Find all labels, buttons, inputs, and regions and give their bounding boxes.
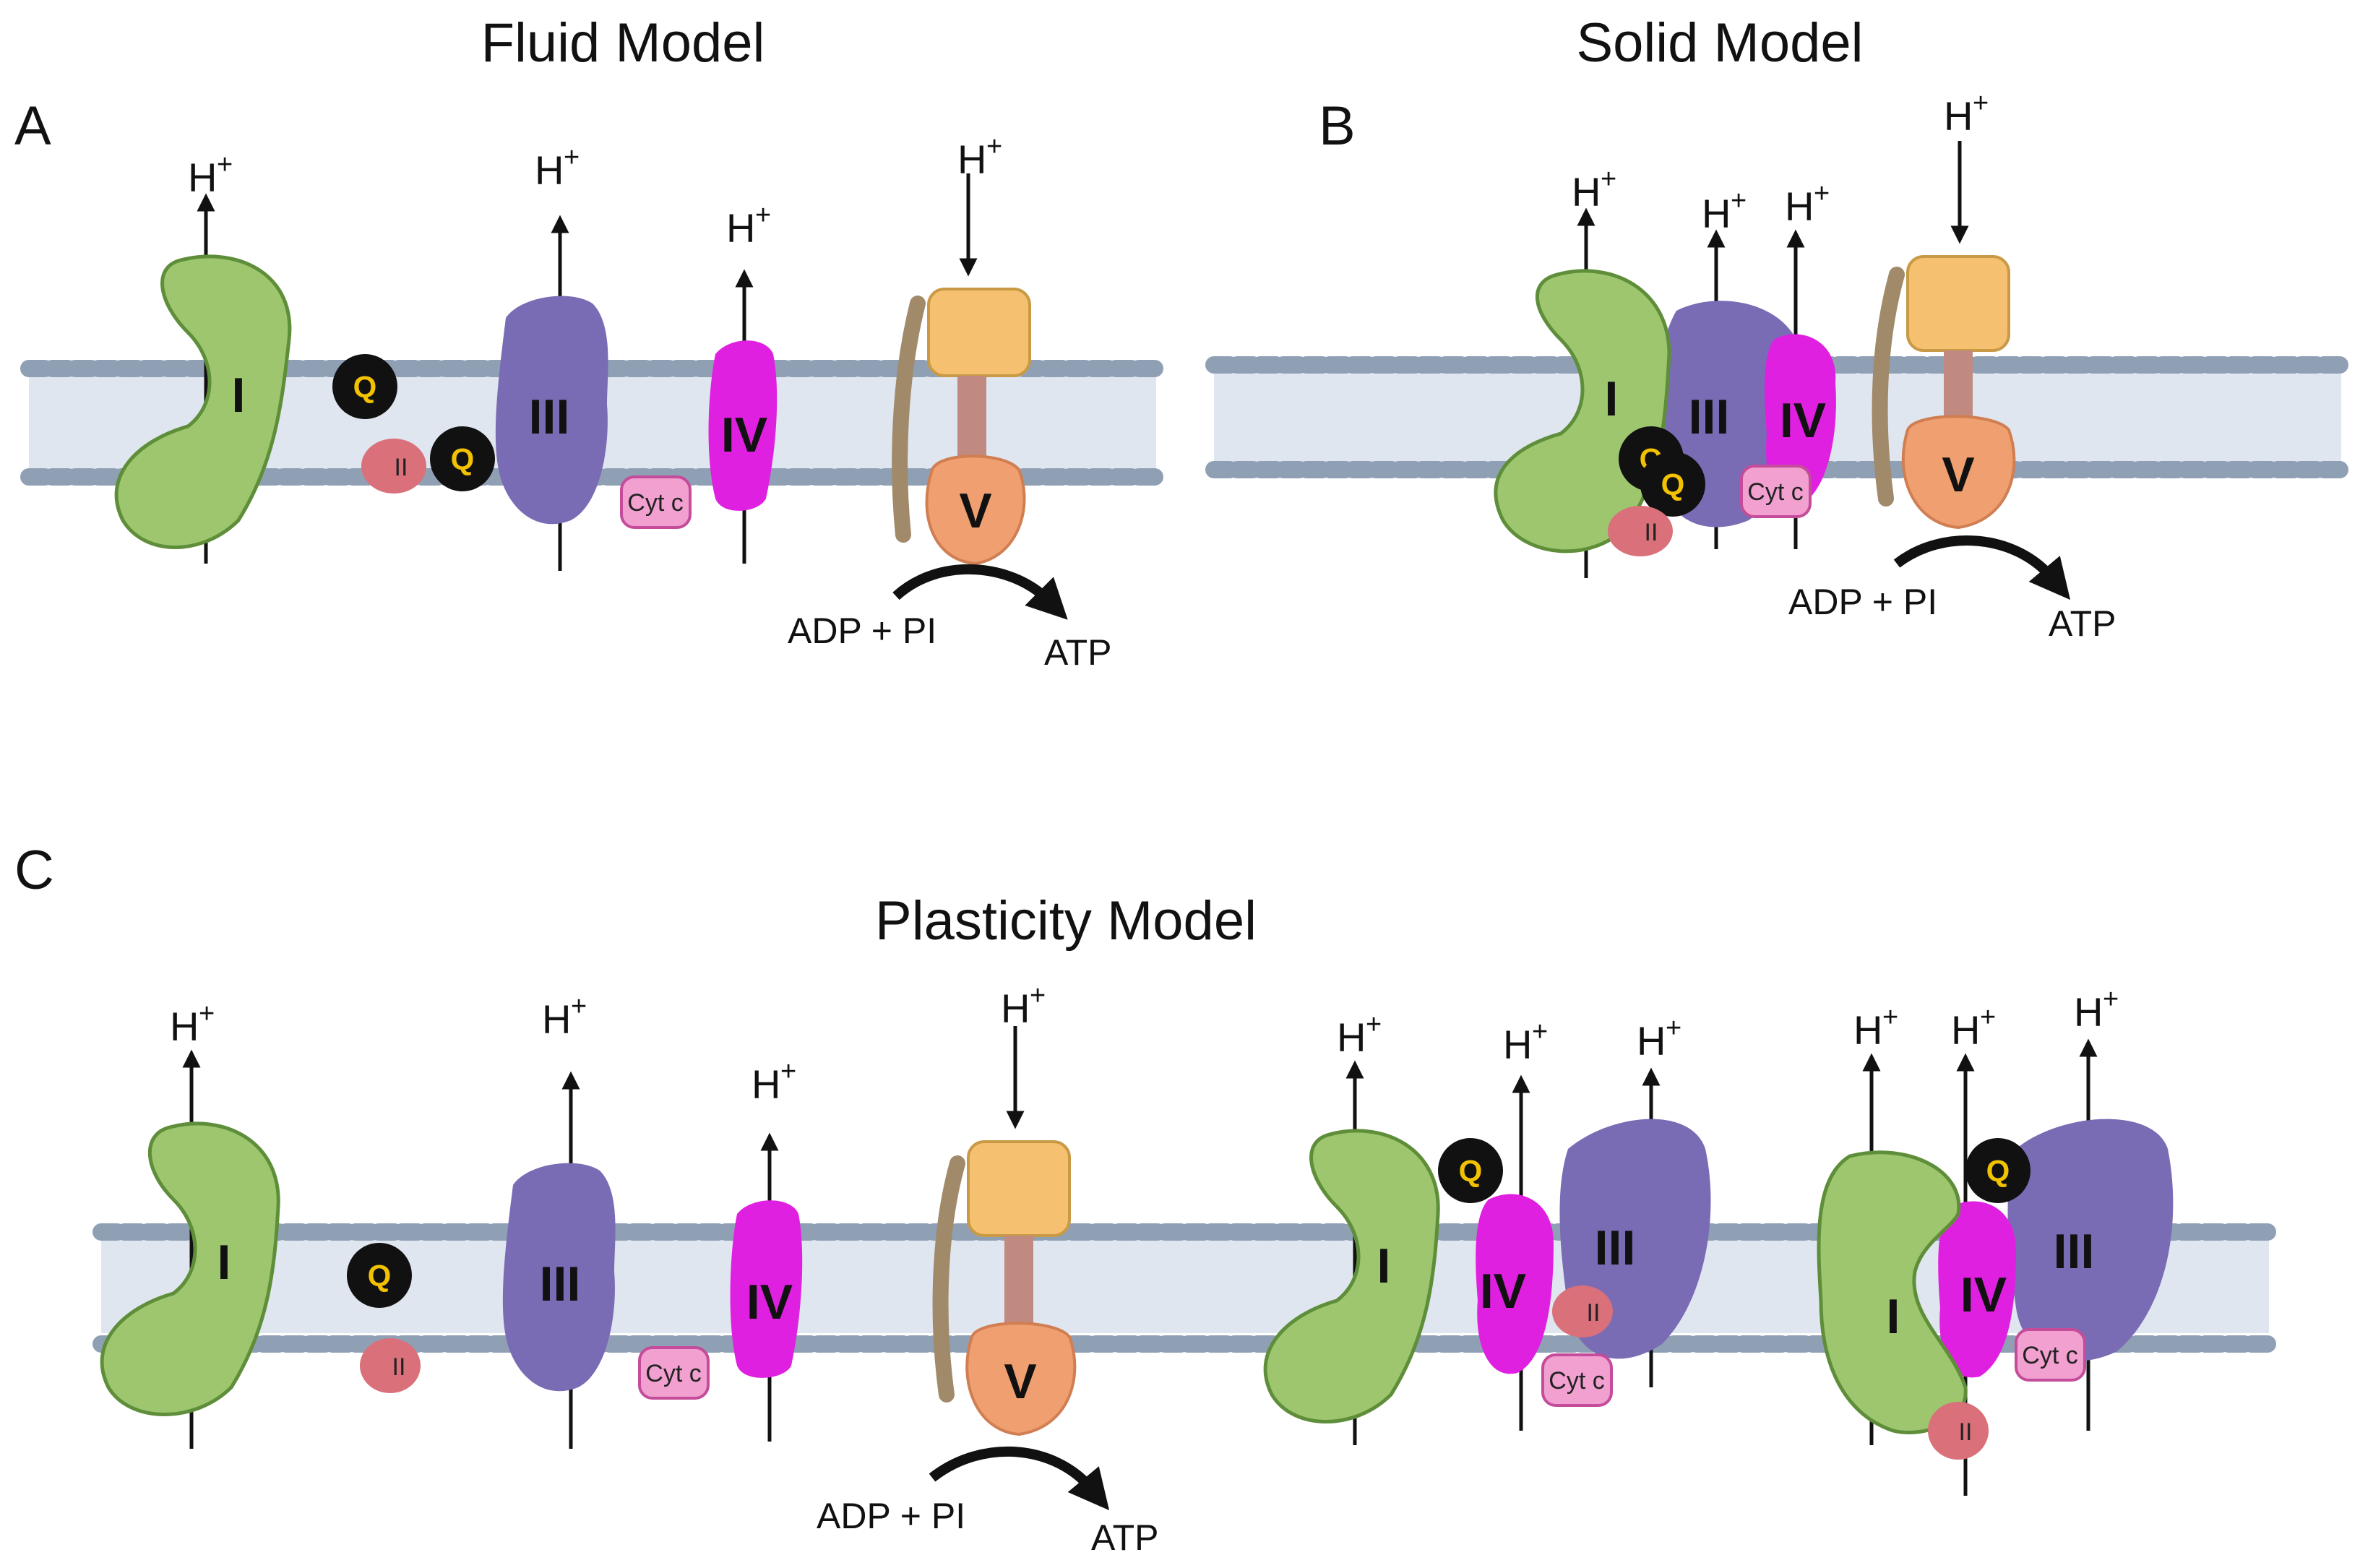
product-label: ATP [2049, 603, 2116, 644]
cytochrome-c-label: Cyt c [1747, 478, 1803, 506]
proton-label: H [726, 205, 755, 251]
complex-i-shape [114, 254, 292, 549]
cytochrome-c-label: Cyt c [1549, 1367, 1604, 1395]
complex-iii-label: III [540, 1257, 581, 1311]
complex-iv-shape [708, 340, 778, 511]
proton-sup: + [986, 132, 1002, 162]
complex-i-label: I [1605, 371, 1619, 426]
cytochrome-c-label: Cyt c [2022, 1342, 2077, 1369]
complex-iv-label: IV [1960, 1267, 2007, 1322]
complex-ii-label: II [1587, 1299, 1601, 1327]
complex-iv-label: IV [1780, 393, 1826, 448]
panel-a-title: Fluid Model [481, 12, 765, 74]
proton-sup: + [1030, 981, 1046, 1011]
proton-label: H [2074, 989, 2103, 1035]
complex-v-head [1901, 415, 2016, 530]
cytochrome-c-label: Cyt c [645, 1360, 701, 1387]
proton-sup: + [1882, 1002, 1898, 1033]
complex-v-head [925, 455, 1026, 566]
quinone-label: Q [353, 370, 377, 404]
proton-sup: + [1366, 1009, 1382, 1040]
complex-iv-label: IV [1480, 1264, 1526, 1319]
proton-label: H [1337, 1015, 1366, 1060]
complex-iii-label: III [529, 389, 570, 444]
complex-iii-label: III [2054, 1224, 2095, 1279]
proton-sup: + [1532, 1017, 1548, 1047]
proton-label: H [1785, 184, 1814, 229]
proton-sup: + [564, 142, 580, 173]
panel-c-title: Plasticity Model [875, 890, 1257, 952]
proton-sup: + [1666, 1013, 1681, 1043]
proton-label: H [1951, 1007, 1980, 1053]
complex-v-label: V [1004, 1354, 1036, 1409]
substrates-label: ADP + PI [1788, 582, 1937, 622]
proton-sup: + [1601, 164, 1616, 194]
cytochrome-c-label: Cyt c [627, 489, 683, 517]
proton-sup: + [571, 991, 587, 1022]
panel-b-letter: B [1319, 95, 1356, 157]
complex-ii-label: II [1959, 1418, 1973, 1446]
panel-c-letter: C [14, 840, 54, 901]
proton-sup: + [2103, 984, 2119, 1015]
complex-v-label: V [959, 483, 991, 538]
complex-iii-shape [495, 296, 608, 525]
panel-b-title: Solid Model [1576, 12, 1863, 74]
complex-iii-label: III [1689, 389, 1730, 444]
proton-label: H [1944, 93, 1973, 139]
complex-i-label: I [218, 1235, 231, 1290]
complex-i-label: I [1377, 1239, 1391, 1293]
panel-a-letter: A [14, 95, 51, 157]
complex-i-shape [100, 1121, 280, 1416]
product-label: ATP [1091, 1517, 1159, 1558]
panel-b: H + H + H + I III IV Q Q II Cyt c H + [1494, 88, 2116, 644]
proton-label: H [1503, 1022, 1532, 1067]
proton-label: H [957, 137, 986, 182]
complex-iv-label: IV [746, 1275, 793, 1330]
proton-label: H [188, 155, 217, 200]
proton-label: H [752, 1061, 780, 1107]
quinone-label: Q [1661, 468, 1685, 501]
complex-i-label: I [1887, 1289, 1900, 1344]
proton-label: H [1702, 191, 1731, 236]
complex-ii-label: II [395, 454, 408, 481]
complex-v-label: V [1942, 447, 1974, 502]
substrates-label: ADP + PI [788, 611, 936, 651]
proton-sup: + [1731, 186, 1747, 216]
proton-sup: + [1980, 1002, 1996, 1033]
quinone-label: Q [1986, 1154, 2010, 1188]
quinone-label: Q [368, 1259, 392, 1293]
proton-label: H [542, 996, 571, 1042]
substrates-label: ADP + PI [817, 1496, 965, 1536]
proton-label: H [1001, 986, 1030, 1031]
proton-sup: + [1814, 178, 1830, 209]
quinone-label: Q [1459, 1154, 1483, 1188]
panel-a: I H + Q Q II III H + Cyt c IV H + H + V [114, 132, 1112, 673]
complex-iii-shape [502, 1163, 616, 1392]
complex-ii-label: II [1645, 519, 1658, 546]
proton-sup: + [217, 150, 233, 180]
complex-v-head [965, 1322, 1077, 1436]
proton-label: H [1853, 1007, 1882, 1053]
proton-sup: + [755, 200, 771, 231]
proton-sup: + [780, 1056, 796, 1087]
quinone-label: Q [451, 442, 475, 476]
proton-sup: + [1973, 88, 1989, 119]
complex-i-label: I [232, 368, 246, 423]
complex-ii-label: II [392, 1353, 406, 1381]
panel-c: H + I Q II H + III Cyt c H + IV H + V AD [100, 981, 2174, 1558]
proton-label: H [1637, 1018, 1666, 1064]
complex-iii-label: III [1595, 1220, 1636, 1275]
complex-iv-shape [730, 1200, 803, 1378]
proton-label: H [1572, 169, 1601, 215]
complex-iv-label: IV [721, 408, 767, 462]
proton-sup: + [199, 999, 215, 1029]
product-label: ATP [1044, 632, 1112, 673]
proton-label: H [535, 147, 564, 193]
proton-label: H [170, 1004, 199, 1049]
